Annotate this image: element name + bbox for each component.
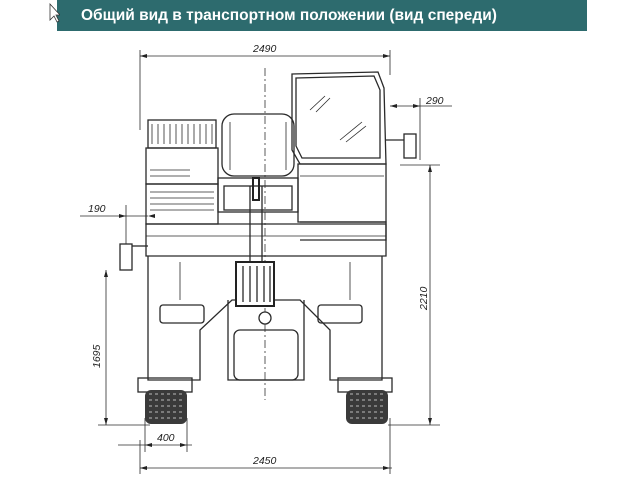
dim-wheel-width: 400 <box>118 418 192 452</box>
dim-mirror-right: 290 <box>390 95 452 160</box>
operator-cab <box>291 71 387 241</box>
right-wheel <box>337 377 393 424</box>
dim-label-2450: 2450 <box>252 455 277 467</box>
left-mirror <box>119 243 148 271</box>
right-mirror <box>386 133 417 159</box>
dim-label-1695: 1695 <box>91 344 103 368</box>
hook-block <box>235 261 275 325</box>
dim-track-width: 2450 <box>139 418 392 474</box>
dim-label-190: 190 <box>88 203 106 215</box>
engine-housing <box>145 119 219 225</box>
dim-mirror-left: 190 <box>80 203 155 245</box>
dim-label-400: 400 <box>157 432 175 444</box>
dim-overall-height: 2210 <box>388 164 440 426</box>
dim-label-2490: 2490 <box>252 43 277 55</box>
dim-label-290: 290 <box>425 95 444 107</box>
cursor-arrow-icon <box>49 2 60 23</box>
dim-mirror-height: 1695 <box>91 270 150 426</box>
title-bar: Общий вид в транспортном положении (вид … <box>57 0 587 31</box>
dim-overall-width: 2490 <box>139 43 391 130</box>
boom-head <box>217 113 299 262</box>
left-wheel <box>137 377 193 424</box>
page-title: Общий вид в транспортном положении (вид … <box>81 6 497 24</box>
dim-label-2210: 2210 <box>418 286 430 311</box>
